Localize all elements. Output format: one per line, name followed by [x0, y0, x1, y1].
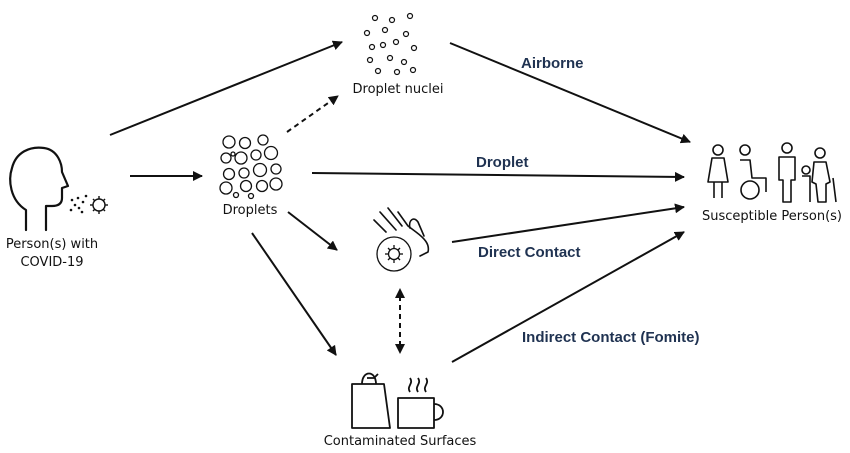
people-group-icon	[707, 142, 837, 203]
susceptible-label: Susceptible Person(s)	[702, 209, 842, 224]
droplets-label: Droplets	[223, 203, 278, 218]
bubbles-icon	[219, 134, 283, 200]
route-label-airborne: Airborne	[521, 55, 584, 72]
source-label-line2: COVID-19	[20, 255, 83, 270]
arrow-droplets-to-nuclei	[286, 95, 339, 133]
shopping-bag-icon	[351, 372, 391, 429]
droplet-nuclei-icon	[363, 12, 418, 76]
arrow-hand-to-person	[451, 203, 685, 243]
arrow-surfaces-to-person	[451, 231, 685, 363]
person-sneezing-icon	[9, 146, 70, 232]
virus-icon	[90, 196, 108, 214]
arrow-droplets-to-surfaces	[251, 232, 337, 356]
route-label-droplet: Droplet	[476, 154, 529, 171]
coffee-cup-icon	[397, 377, 444, 429]
arrow-droplets-to-person	[311, 171, 685, 182]
arrow-droplets-to-hand	[287, 211, 338, 251]
hand-virus-icon	[376, 236, 412, 272]
arrow-nuclei-to-person	[449, 42, 691, 144]
route-label-direct-contact: Direct Contact	[478, 244, 581, 261]
droplet-nuclei-label: Droplet nuclei	[353, 82, 444, 97]
source-label-line1: Person(s) with	[6, 237, 98, 252]
hand-icon	[373, 207, 430, 257]
route-label-indirect-contact: Indirect Contact (Fomite)	[522, 329, 700, 346]
surfaces-label: Contaminated Surfaces	[324, 434, 477, 449]
arrow-source-to-nuclei	[109, 40, 343, 136]
spray-dots	[69, 194, 88, 214]
